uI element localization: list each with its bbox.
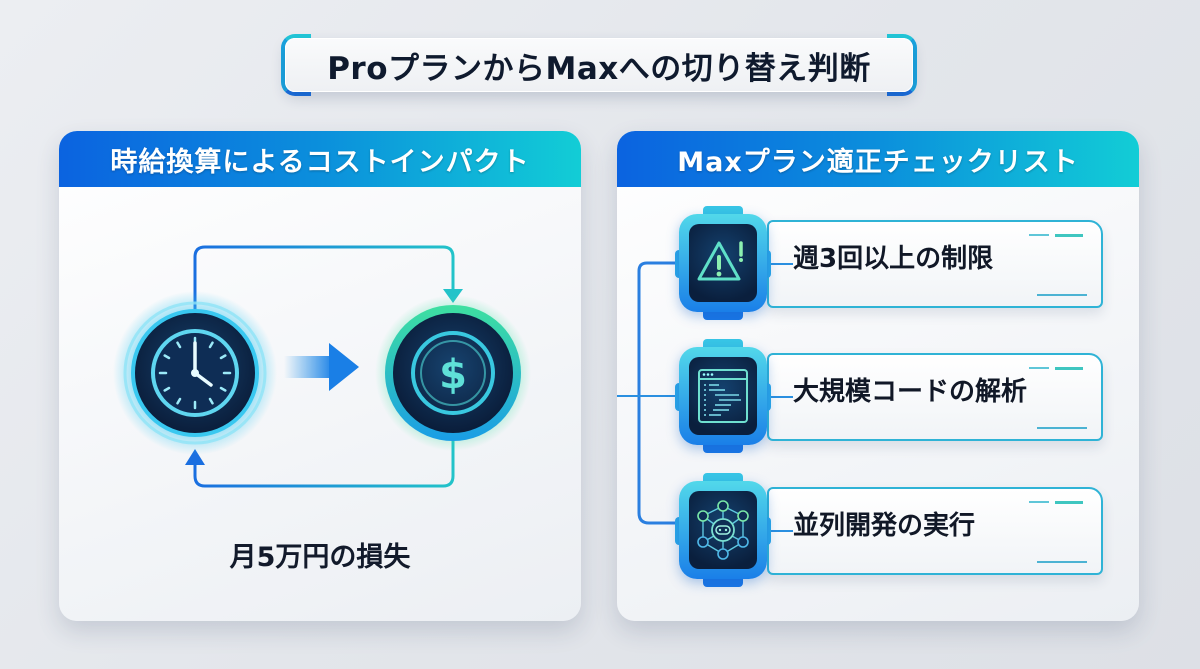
checklist-card [767, 487, 1103, 575]
checklist-header: Maxプラン適正チェックリスト [617, 131, 1139, 187]
dollar-coin-icon: $ [375, 295, 531, 451]
checklist-connector-lines [617, 261, 675, 525]
monthly-loss-caption: 月5万円の損失 [229, 542, 411, 573]
checklist-item-code-analysis: 大規模コードの解析 [617, 339, 1139, 459]
cost-impact-title: 時給換算によるコストインパクト [110, 146, 530, 178]
checklist-card [767, 353, 1103, 441]
warning-icon-tile [675, 206, 771, 320]
checklist-panel: Maxプラン適正チェックリスト 週3回以上の制限 [617, 131, 1139, 621]
title-box: ProプランからMaxへの切り替え判断 [285, 38, 913, 92]
code-window-icon [698, 369, 748, 423]
clock-icon [113, 291, 277, 455]
warning-icon [697, 241, 743, 281]
checklist-title: Maxプラン適正チェックリスト [677, 146, 1079, 178]
checklist-label: 大規模コードの解析 [793, 377, 1028, 407]
cost-cycle-diagram: $ [113, 245, 531, 488]
cost-impact-header: 時給換算によるコストインパクト [59, 131, 581, 187]
agent-network-icon [697, 500, 749, 560]
checklist-card [767, 220, 1103, 308]
code-window-icon-tile [675, 339, 771, 453]
bracket-right-decoration [887, 34, 917, 96]
cost-impact-panel: 時給換算によるコストインパクト [59, 131, 581, 621]
svg-text:$: $ [439, 352, 467, 398]
checklist-item-weekly-limit: 週3回以上の制限 [617, 206, 1139, 326]
page-title: ProプランからMaxへの切り替え判断 [327, 50, 871, 87]
checklist-label: 週3回以上の制限 [793, 244, 994, 274]
title-banner: ProプランからMaxへの切り替え判断 [281, 30, 917, 100]
checklist-label: 並列開発の実行 [793, 511, 976, 541]
checklist-item-parallel-dev: 並列開発の実行 [617, 473, 1139, 593]
bracket-left-decoration [281, 34, 311, 96]
agent-network-icon-tile [675, 473, 771, 587]
